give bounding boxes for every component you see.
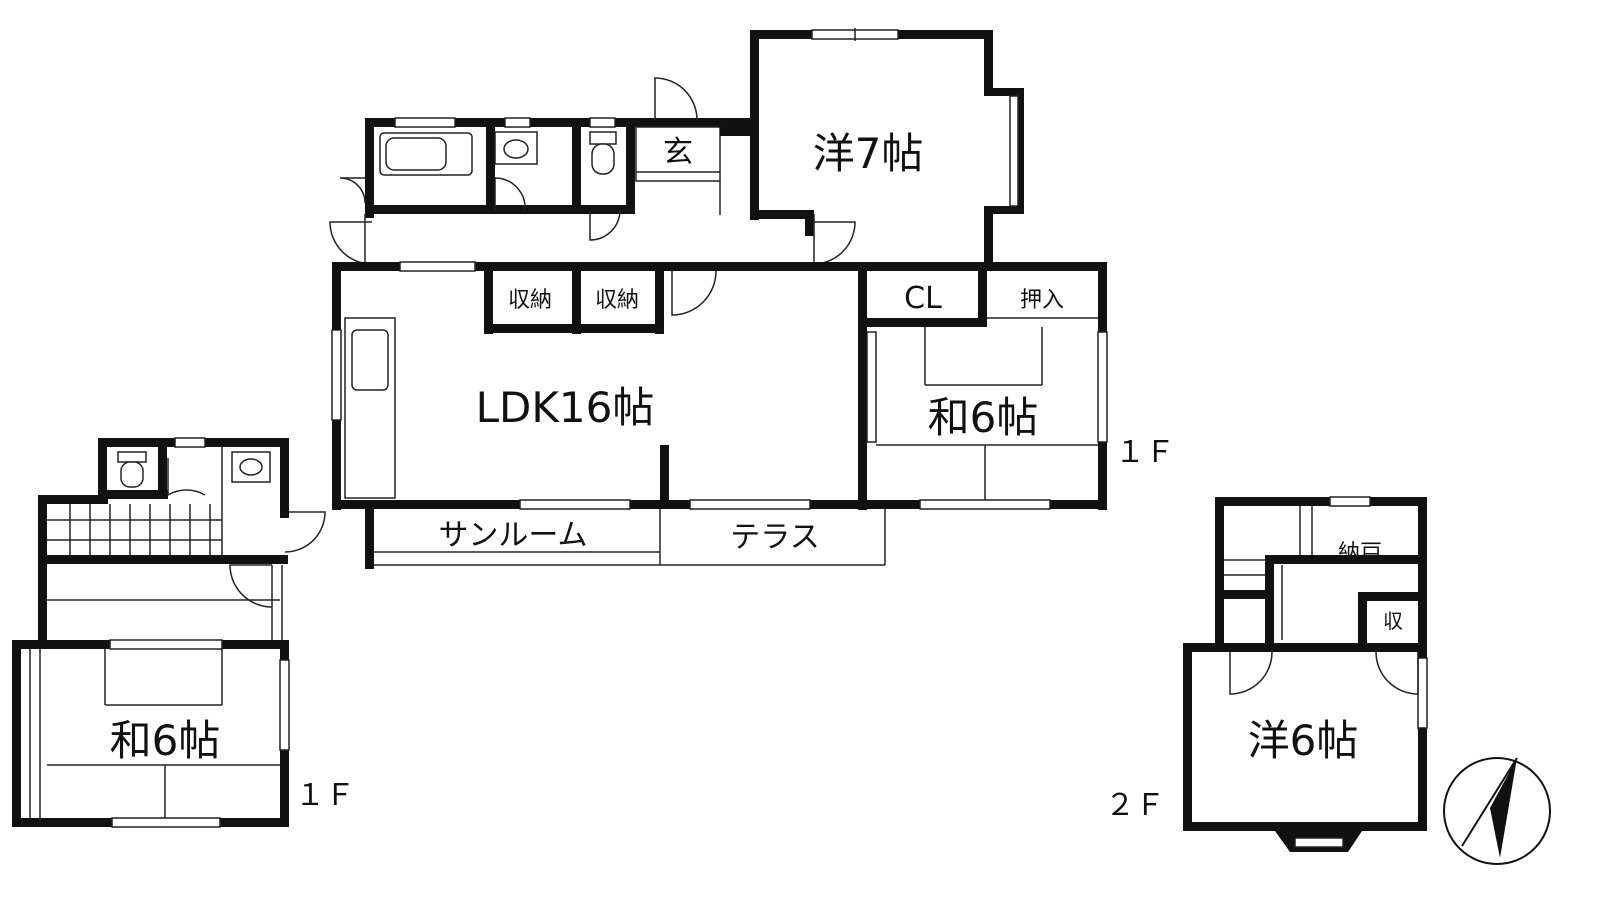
svg-text:１Ｆ: １Ｆ (295, 778, 355, 813)
room-label-nando: 納戸 (1338, 541, 1382, 566)
svg-text:CL: CL (904, 281, 942, 316)
room-label-oshiire: 押入 (1020, 288, 1064, 313)
svg-text:２Ｆ: ２Ｆ (1105, 788, 1165, 823)
svg-text:LDK16帖: LDK16帖 (476, 383, 655, 432)
main-building: 洋7帖 (329, 28, 1175, 569)
bathtub-icon (379, 132, 473, 176)
room-label-genkan: 玄 (663, 135, 693, 170)
svg-text:洋7帖: 洋7帖 (813, 129, 924, 178)
room-label-storage2: 収納 (595, 288, 639, 313)
svg-text:収: 収 (1383, 609, 1403, 633)
svg-text:テラス: テラス (730, 520, 819, 555)
room-label-japanese6-annex: 和6帖 (110, 716, 221, 765)
toilet-icon (589, 131, 617, 175)
room-label-western7: 洋7帖 (813, 129, 924, 178)
svg-text:収納: 収納 (595, 288, 639, 313)
stairs-icon (47, 504, 222, 555)
stairs-icon (1224, 559, 1265, 576)
room-label-closet: CL (904, 281, 942, 316)
room-label-ldk: LDK16帖 (476, 383, 655, 432)
floor-label-annex: １Ｆ (295, 778, 355, 813)
annex-building: 和6帖 １Ｆ (12, 437, 355, 828)
svg-text:和6帖: 和6帖 (110, 716, 221, 765)
floor-label-second: ２Ｆ (1105, 788, 1165, 823)
svg-text:洋6帖: 洋6帖 (1248, 716, 1359, 765)
toilet-icon (117, 451, 147, 488)
svg-text:サンルーム: サンルーム (438, 518, 587, 553)
room-label-western6: 洋6帖 (1248, 716, 1359, 765)
floor-label-main: １Ｆ (1115, 435, 1175, 470)
room-label-terrace: テラス (730, 520, 819, 555)
washbasin-icon (231, 451, 271, 483)
room-label-sunroom: サンルーム (438, 518, 587, 553)
svg-text:納戸: 納戸 (1338, 541, 1382, 566)
room-label-shu: 収 (1383, 609, 1403, 633)
svg-text:玄: 玄 (663, 135, 693, 170)
svg-text:押入: 押入 (1020, 288, 1064, 313)
svg-text:１Ｆ: １Ｆ (1115, 435, 1175, 470)
second-floor: 納戸 収 洋6帖 ２Ｆ (1105, 496, 1428, 852)
washbasin-icon (494, 131, 538, 165)
north-arrow-icon (1443, 757, 1551, 865)
room-label-japanese6-main: 和6帖 (928, 393, 1039, 442)
room-label-storage1: 収納 (508, 288, 552, 313)
svg-text:収納: 収納 (508, 288, 552, 313)
sink-icon (344, 317, 396, 499)
svg-text:和6帖: 和6帖 (928, 393, 1039, 442)
